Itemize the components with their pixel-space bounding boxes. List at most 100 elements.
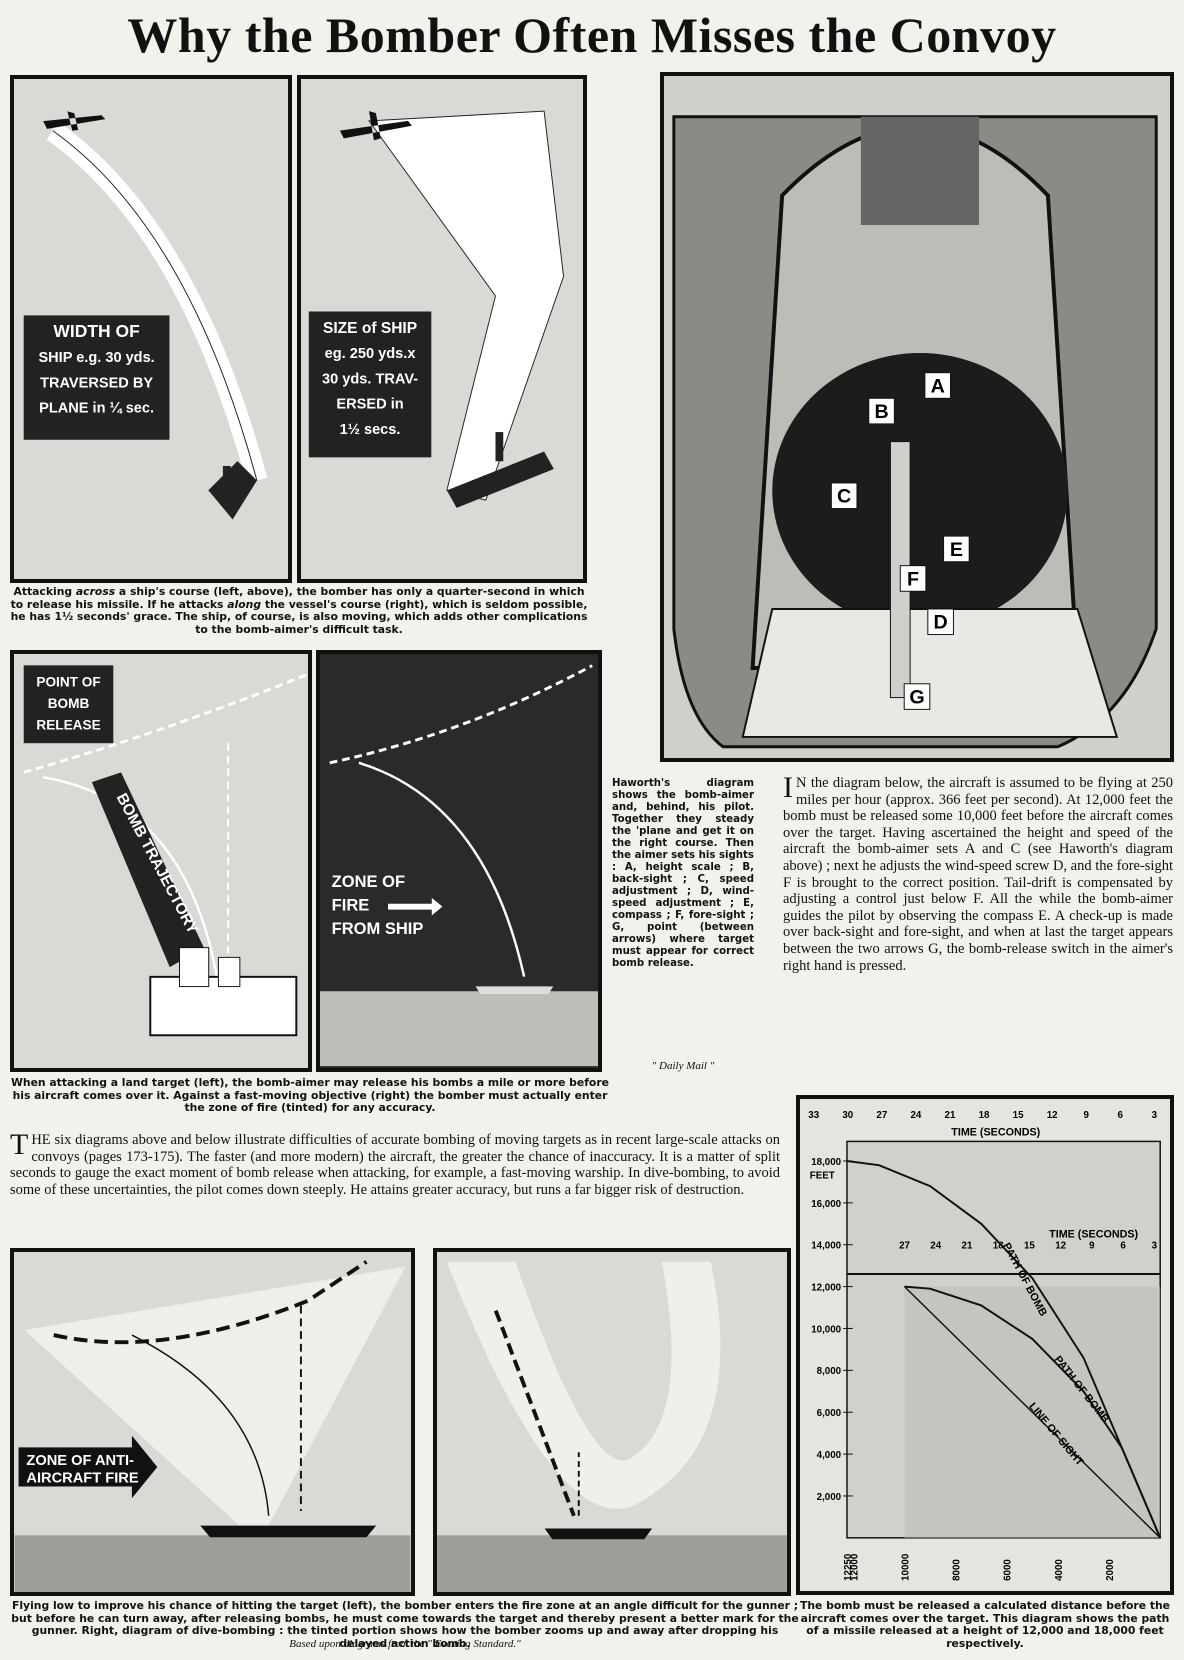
ship-icon: [475, 986, 554, 995]
sight-letter-labels: A B C D E F G: [830, 372, 970, 710]
x-tick-label: 4000: [1054, 1559, 1065, 1581]
size-of-ship-line-4: ERSED in: [336, 397, 403, 413]
size-of-ship-line-5: 1½ secs.: [340, 422, 401, 438]
size-of-ship-line-1: SIZE of SHIP: [323, 320, 417, 337]
warship-icon: [200, 1525, 377, 1538]
y-tick-label: 18,000: [811, 1157, 841, 1168]
right-article-dropcap: I: [783, 771, 793, 804]
inner-time-tick: 18: [993, 1241, 1004, 1252]
width-of-ship-line-1: WIDTH OF: [53, 321, 140, 341]
warship-icon: [544, 1528, 653, 1540]
bottom-caption: Flying low to improve his chance of hitt…: [11, 1599, 799, 1650]
inner-time-tick: 27: [899, 1241, 910, 1252]
y-tick-label: 12,000: [811, 1283, 841, 1294]
bomber-plane-icon: [339, 111, 412, 141]
chart-caption: The bomb must be released a calculated d…: [800, 1599, 1170, 1650]
along-course-diagram: SIZE of SHIP eg. 250 yds.x 30 yds. TRAV-…: [308, 110, 565, 508]
bomb-aimer-drawing: A B C D E F G: [672, 115, 1158, 749]
top-caption: Attacking across a ship's course (left, …: [10, 585, 588, 636]
y-tick-label: 16,000: [811, 1199, 841, 1210]
width-of-ship-line-3: TRAVERSED BY: [40, 375, 153, 391]
point-of-release-line-1: POINT OF: [36, 675, 100, 690]
sight-letter-b: B: [874, 401, 888, 423]
top-time-tick: 27: [876, 1110, 887, 1121]
haworth-note: Haworth's diagram shows the bomb-aimer a…: [612, 778, 754, 969]
bomber-plane-icon: [43, 111, 106, 131]
top-time-tick: 12: [1047, 1110, 1058, 1121]
point-of-release-line-2: BOMB: [48, 696, 90, 711]
inner-time-tick: 9: [1089, 1241, 1095, 1252]
sight-letter-e: E: [950, 539, 963, 561]
top-time-tick: 24: [910, 1110, 921, 1121]
y-tick-label: 6,000: [817, 1408, 842, 1419]
size-of-ship-label-box: [308, 311, 432, 458]
inner-time-tick: 15: [1024, 1241, 1035, 1252]
sight-letter-d: D: [934, 612, 948, 634]
inner-time-axis-label: TIME (SECONDS): [1049, 1228, 1138, 1240]
y-axis-unit: FEET: [810, 1171, 835, 1182]
size-of-ship-line-2: eg. 250 yds.x: [325, 346, 416, 362]
top-time-axis-label: TIME (SECONDS): [951, 1127, 1040, 1139]
right-article-text: N the diagram below, the aircraft is ass…: [783, 775, 1173, 974]
middle-caption: When attacking a land target (left), the…: [11, 1076, 609, 1115]
x-tick-label: 6000: [1003, 1559, 1014, 1581]
zone-arrow-icon: [388, 897, 443, 916]
sight-letter-c: C: [837, 486, 851, 508]
page-title: Why the Bomber Often Misses the Convoy: [127, 7, 1057, 63]
y-tick-label: 10,000: [811, 1324, 841, 1335]
x-tick-label: 10000: [900, 1553, 911, 1581]
panel-along-course: SIZE of SHIP eg. 250 yds.x 30 yds. TRAV-…: [297, 75, 587, 583]
top-time-tick: 30: [842, 1110, 853, 1121]
factory-icon: [149, 947, 298, 1037]
bottom-source: Based upon diagrams from the " Evening S…: [289, 1638, 521, 1650]
haworth-source: " Daily Mail ": [651, 1060, 715, 1072]
sight-letter-f: F: [907, 568, 919, 590]
top-time-tick: 15: [1013, 1110, 1024, 1121]
bomb-aimer-illustration: A B C D E F G: [660, 72, 1174, 762]
x-tick-label: 12000: [849, 1553, 860, 1581]
inner-time-tick: 24: [930, 1241, 941, 1252]
bomb-path-edge: [52, 130, 258, 481]
inner-time-tick: 12: [1055, 1241, 1066, 1252]
panel-low-attack: ZONE OF ANTI- AIRCRAFT FIRE: [10, 1248, 415, 1596]
zone-anti-aircraft-line-2: AIRCRAFT FIRE: [26, 1471, 138, 1487]
top-time-tick: 6: [1118, 1110, 1124, 1121]
zone-anti-aircraft-line-1: ZONE OF ANTI-: [26, 1453, 134, 1469]
top-time-tick: 3: [1152, 1110, 1158, 1121]
y-tick-label: 4,000: [817, 1450, 842, 1461]
bomb-aimer-figure: [772, 353, 1068, 629]
panel-moving-target: ZONE OF FIRE FROM SHIP: [316, 650, 602, 1072]
sight-letter-g: G: [909, 686, 924, 708]
inner-time-tick: 3: [1152, 1241, 1158, 1252]
size-of-ship-line-3: 30 yds. TRAV-: [322, 371, 418, 387]
ship-icon: [208, 461, 257, 520]
panel-land-target: BOMB TRAJECTORY POINT OF BOMB RELEASE: [10, 650, 312, 1072]
across-course-diagram: WIDTH OF SHIP e.g. 30 yds. TRAVERSED BY …: [23, 111, 268, 520]
main-article-dropcap: T: [10, 1128, 29, 1161]
low-attack-diagram: ZONE OF ANTI- AIRCRAFT FIRE: [14, 1260, 411, 1592]
top-time-tick: 9: [1083, 1110, 1089, 1121]
inner-time-tick: 21: [962, 1241, 973, 1252]
y-tick-label: 14,000: [811, 1241, 841, 1252]
zone-of-fire-line-1: ZONE OF: [332, 872, 405, 891]
zone-of-fire-line-3: FROM SHIP: [332, 919, 424, 938]
panel-dive-bombing: [433, 1248, 791, 1596]
point-of-release-line-3: RELEASE: [36, 718, 100, 733]
bomb-trajectory-band: [91, 772, 204, 968]
y-tick-label: 2,000: [817, 1492, 842, 1503]
width-of-ship-line-2: SHIP e.g. 30 yds.: [38, 350, 154, 366]
zone-of-fire-line-2: FIRE: [332, 896, 370, 915]
width-of-ship-line-4: PLANE in ¼ sec.: [39, 401, 154, 417]
x-tick-label: 8000: [952, 1559, 963, 1581]
bomb-path-wide-band: [368, 110, 565, 501]
ship-icon: [446, 432, 554, 508]
inner-time-tick: 6: [1120, 1241, 1126, 1252]
bomb-path-chart: TIME (SECONDS) TIME (SECONDS) FEET 18,00…: [796, 1095, 1174, 1595]
top-time-tick: 18: [979, 1110, 990, 1121]
sight-letter-a: A: [931, 375, 945, 397]
width-of-ship-label-box: [23, 315, 170, 440]
pilot-figure: [860, 116, 980, 226]
land-target-diagram: BOMB TRAJECTORY POINT OF BOMB RELEASE: [23, 665, 307, 1037]
